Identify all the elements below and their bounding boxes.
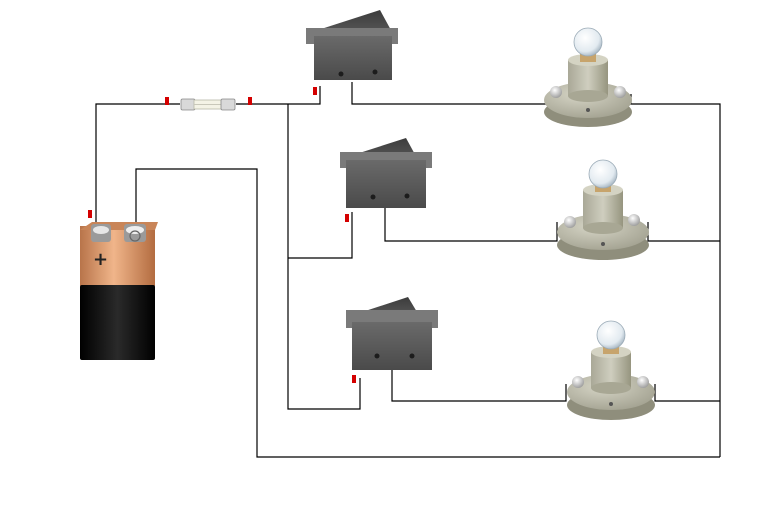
- wire-battery-to-fuse: [95, 103, 180, 222]
- wire-switch-1-to-lamp-1: [351, 82, 549, 105]
- fuse[interactable]: [180, 98, 236, 111]
- wire-fuse-to-switch-1: [236, 86, 321, 105]
- lamp-1[interactable]: [544, 27, 632, 127]
- wire-lamp-3-return: [654, 384, 720, 402]
- screw-icon: [550, 86, 562, 98]
- battery-terminal-negative: [124, 224, 146, 242]
- wire-lamp-2-return: [647, 222, 720, 242]
- marker: [88, 210, 92, 218]
- rocker-switch-1[interactable]: [306, 10, 398, 80]
- screw-icon: [614, 86, 626, 98]
- wires: [95, 82, 721, 458]
- marker: [248, 97, 252, 105]
- wire-switch-3-to-lamp-3: [391, 370, 567, 402]
- battery[interactable]: +: [80, 222, 158, 360]
- screw-icon: [628, 214, 640, 226]
- wire-switch-2-to-lamp-2: [384, 206, 558, 242]
- battery-terminal-positive: [91, 224, 111, 242]
- lamp-2[interactable]: [557, 159, 649, 260]
- marker: [352, 375, 356, 383]
- rocker-switch-3[interactable]: [346, 297, 438, 370]
- lamp-3[interactable]: [567, 320, 655, 420]
- wire-return-to-battery: [135, 168, 720, 458]
- bulb-icon: [596, 320, 626, 350]
- bulb-icon: [573, 27, 603, 57]
- marker: [165, 97, 169, 105]
- wire-bus-to-switch-2: [288, 212, 353, 259]
- terminal-markers: [88, 87, 356, 383]
- marker: [313, 87, 317, 95]
- screw-icon: [564, 216, 576, 228]
- screw-icon: [637, 376, 649, 388]
- bulb-icon: [588, 159, 618, 189]
- screw-icon: [572, 376, 584, 388]
- marker: [345, 214, 349, 222]
- wire-supply-bus: [287, 104, 361, 410]
- battery-plus-label: +: [93, 249, 108, 270]
- rocker-switch-2[interactable]: [340, 138, 432, 208]
